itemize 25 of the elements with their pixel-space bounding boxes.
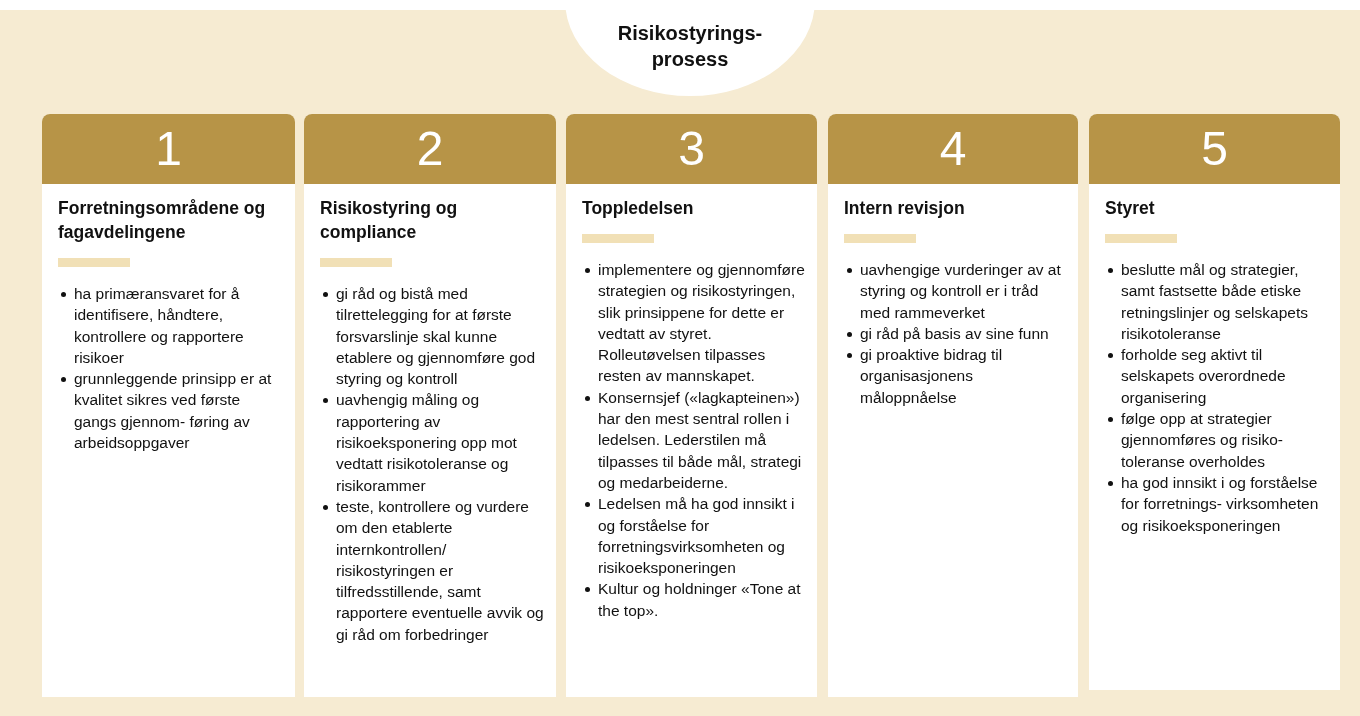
- step-number: 4: [938, 121, 968, 177]
- role-heading: Toppledelsen: [582, 197, 695, 220]
- bullet-item: gi råd på basis av sine funn: [844, 322, 1068, 345]
- column-card: [304, 114, 556, 697]
- bullet-item: Ledelsen må ha god innsikt i og forståelse for forretningsvirksomheten og risikoeksponeringen: [582, 493, 807, 579]
- role-heading: Intern revisjon: [844, 197, 966, 220]
- bullet-item: gi proaktive bidrag til organisasjonens måloppnåelse: [844, 344, 1068, 409]
- role-heading: Forretningsområdene og fagavdelingene: [58, 197, 267, 244]
- column-card: [828, 114, 1078, 697]
- role-heading: Risikostyring og compliance: [320, 197, 459, 244]
- bullet-item: Kultur og holdninger «Tone at the top».: [582, 578, 807, 622]
- bullet-item: teste, kontrollere og vurdere om den etablerte internkontrollen/ risikostyringen er tilfredsstillende, samt rapportere eventuelle avvik og gi råd om forbedringer: [320, 495, 546, 646]
- role-heading: Styret: [1105, 197, 1156, 220]
- bullet-item: Konsernsjef («lagkapteinen») har den mest sentral rollen i ledelsen. Lederstilen må tilpasses til både mål, strategi og medarbeiderne.: [582, 386, 807, 494]
- bullet-item: implementere og gjennomføre strategien og risikostyringen, slik prinsippene for dette er vedtatt av styret. Rolleutøvelsen tilpasses resten av mannskapet.: [582, 259, 807, 387]
- column-card: [42, 114, 295, 697]
- step-number: 2: [415, 121, 445, 177]
- column-card: [1089, 114, 1340, 690]
- process-title: Risikostyrings- prosess: [616, 21, 764, 72]
- bullet-item: ha god innsikt i og forståelse for forretnings- virksomheten og risikoeksponeringen: [1105, 471, 1330, 536]
- column-card: [566, 114, 817, 697]
- step-number: 5: [1200, 121, 1229, 177]
- bullet-item: grunnleggende prinsipp er at kvalitet sikres ved første gangs gjennom- føring av arbeidsoppgaver: [58, 368, 285, 454]
- step-number: 1: [154, 121, 183, 177]
- step-number: 3: [677, 121, 706, 177]
